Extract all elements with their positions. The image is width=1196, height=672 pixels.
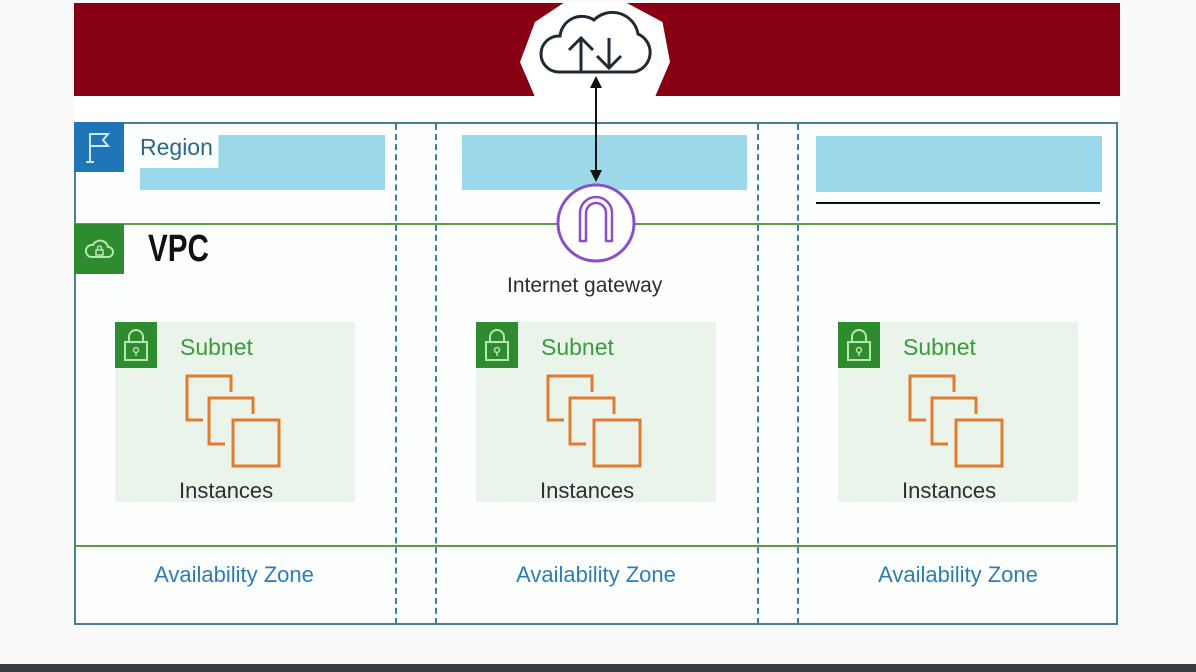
bidirectional-arrow — [588, 74, 604, 189]
availability-zone-label: Availability Zone — [154, 562, 314, 587]
internet-gateway-label: Internet gateway — [507, 274, 663, 297]
redacted-block-2 — [462, 135, 747, 190]
region-label: Region — [140, 134, 213, 160]
instances-icon — [906, 372, 1010, 477]
instances-label: Instances — [540, 478, 635, 503]
subnet-box: Subnet Instances — [115, 322, 355, 503]
vpc-bottom-border — [74, 545, 1118, 547]
subnet-label: Subnet — [903, 334, 976, 360]
cloud-lock-icon — [74, 224, 124, 274]
instances-label: Instances — [179, 478, 274, 503]
subnet-box: Subnet Instances — [838, 322, 1078, 503]
az-divider — [757, 124, 759, 624]
az-divider — [395, 124, 397, 624]
instances-label: Instances — [902, 478, 997, 503]
vpc-label: VPC — [148, 228, 209, 270]
lock-icon — [476, 322, 518, 368]
lock-icon — [838, 322, 880, 368]
az-divider — [435, 124, 437, 624]
flag-icon — [74, 122, 124, 172]
instances-icon — [544, 372, 648, 477]
redacted-arrow — [816, 202, 1100, 204]
lock-icon — [115, 322, 157, 368]
availability-zone-label: Availability Zone — [516, 562, 676, 587]
subnet-label: Subnet — [180, 334, 253, 360]
instances-icon — [183, 372, 287, 477]
bottom-bar — [0, 664, 1196, 672]
az-divider — [797, 124, 799, 624]
subnet-box: Subnet Instances — [476, 322, 716, 503]
availability-zone-label: Availability Zone — [878, 562, 1038, 587]
redacted-block-3 — [816, 136, 1102, 192]
subnet-label: Subnet — [541, 334, 614, 360]
internet-gateway-icon — [556, 183, 636, 268]
cloud-upload-download-icon — [534, 6, 658, 81]
